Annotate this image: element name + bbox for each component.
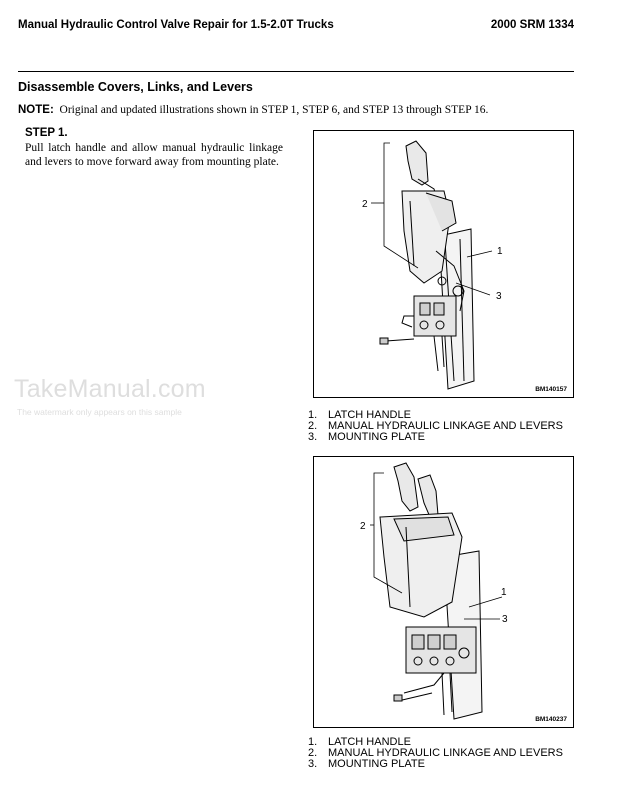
note-label: NOTE: [18,104,54,116]
note-text: Original and updated illustrations shown… [59,104,489,116]
figure-1: 2 1 3 BM140157 [313,130,574,398]
figure-2-callout-1: 1 [501,587,507,598]
figure-1-callout-2: 2 [362,199,368,210]
legend-item: 1.LATCH HANDLE [308,736,411,748]
figure-1-callout-1: 1 [497,246,503,257]
figure-2-legend: 1.LATCH HANDLE 2.MANUAL HYDRAULIC LINKAG… [308,737,563,770]
watermark-subtext: The watermark only appears on this sampl… [17,407,182,417]
header-title: Manual Hydraulic Control Valve Repair fo… [18,19,334,31]
figure-1-code: BM140157 [535,386,567,393]
note: NOTE: Original and updated illustrations… [18,104,488,116]
legend-item: 3.MOUNTING PLATE [308,431,425,443]
header-rule [18,71,574,72]
figure-1-callout-3: 3 [496,291,502,302]
figure-2: 2 1 3 BM140237 [313,456,574,728]
figure-2-code: BM140237 [535,716,567,723]
header-doc-ref: 2000 SRM 1334 [490,19,574,31]
figure-2-illustration: 2 1 3 [360,462,508,720]
figure-1-legend: 1.LATCH HANDLE 2.MANUAL HYDRAULIC LINKAG… [308,410,563,443]
watermark-brand: TakeManual.com [14,375,206,403]
legend-item: 2.MANUAL HYDRAULIC LINKAGE AND LEVERS [308,420,563,432]
legend-item: 1.LATCH HANDLE [308,409,411,421]
step-title: STEP 1. [25,127,68,139]
legend-item: 3.MOUNTING PLATE [308,758,425,770]
legend-item: 2.MANUAL HYDRAULIC LINKAGE AND LEVERS [308,747,563,759]
figure-2-callout-2: 2 [360,521,366,532]
section-title: Disassemble Covers, Links, and Levers [18,80,253,94]
figure-1-illustration: 2 1 3 [362,140,503,390]
step-text: Pull latch handle and allow manual hydra… [25,142,283,168]
figure-2-callout-3: 3 [502,614,508,625]
